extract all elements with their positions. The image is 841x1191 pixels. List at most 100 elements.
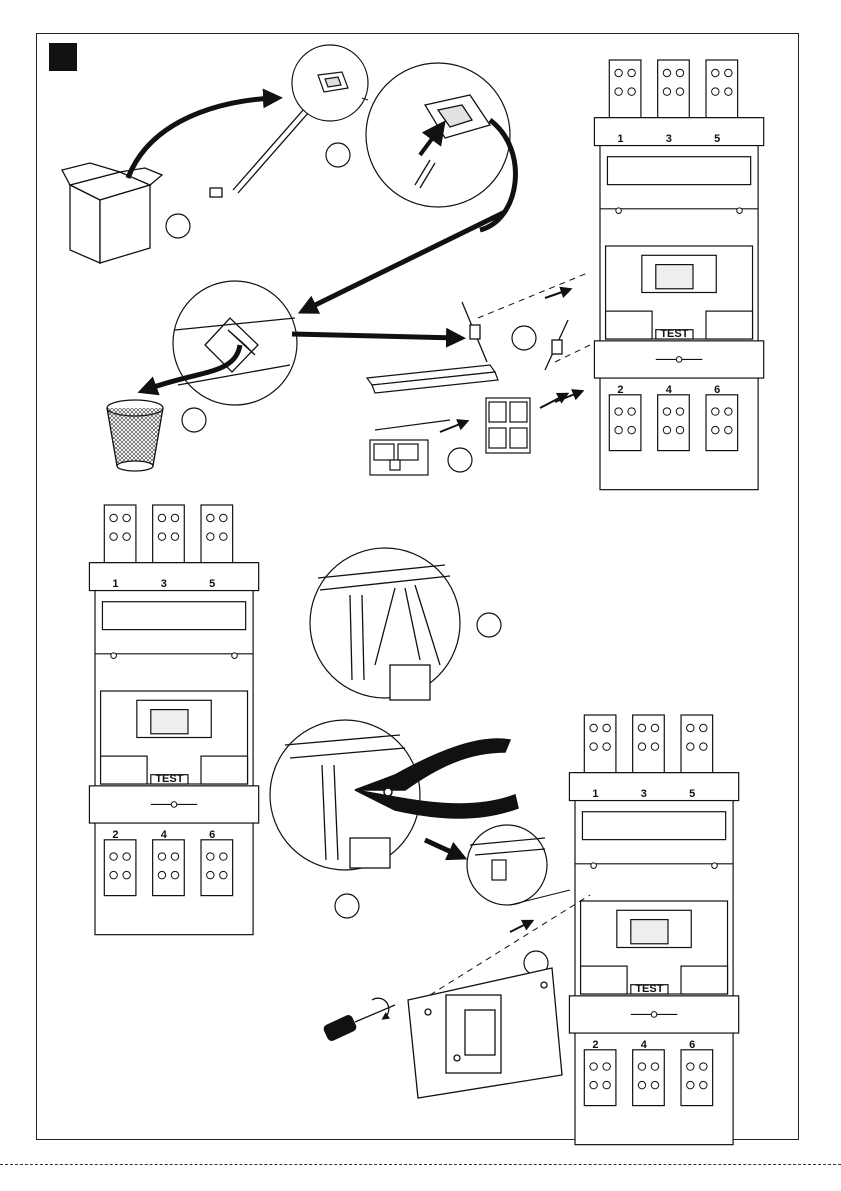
terminal-hole — [712, 88, 719, 95]
breaker-handle — [631, 920, 668, 944]
terminal-hole — [158, 853, 165, 860]
name-plate — [582, 812, 725, 840]
terminal-hole — [158, 871, 165, 878]
body-screw — [616, 208, 622, 214]
screwdriver — [323, 998, 395, 1041]
terminal-hole — [220, 853, 227, 860]
zoom-circle-cut — [270, 720, 420, 870]
body-screw — [712, 863, 718, 869]
terminal-hole — [725, 426, 732, 433]
test-label: TEST — [660, 328, 688, 340]
breaker-handle — [656, 265, 693, 289]
terminal-hole — [663, 88, 670, 95]
tie-head-small — [318, 72, 348, 92]
cover-screw — [171, 802, 177, 808]
load-terminal-number: 4 — [161, 829, 168, 841]
arrow-to-third-zoom — [305, 212, 505, 310]
zoom-circle-fit — [467, 825, 547, 905]
terminal-hole — [590, 1081, 597, 1088]
load-terminal-number: 2 — [112, 829, 118, 841]
line-terminal-bar — [681, 715, 713, 780]
waste-bin — [107, 400, 163, 471]
terminal-hole — [171, 871, 178, 878]
test-label: TEST — [635, 983, 663, 995]
arrow-to-fit-zoom — [425, 840, 460, 856]
accessory-slot-right — [706, 311, 753, 339]
line-terminal-number: 1 — [592, 788, 598, 800]
terminal-hole — [687, 743, 694, 750]
terminal-hole — [676, 426, 683, 433]
terminal-hole — [687, 1063, 694, 1070]
terminal-hole — [615, 69, 622, 76]
accessory-slot-left — [606, 311, 653, 339]
step-circle-5 — [448, 448, 472, 472]
terminal-hole — [651, 1081, 658, 1088]
terminal-hole — [220, 533, 227, 540]
front-cover — [408, 968, 562, 1098]
terminal-hole — [207, 871, 214, 878]
load-terminal-bar — [201, 840, 233, 896]
load-terminal-bar — [584, 1050, 616, 1106]
line-terminal-bar — [104, 505, 136, 570]
terminal-hole — [638, 724, 645, 731]
terminal-hole — [638, 743, 645, 750]
terminal-hole — [628, 69, 635, 76]
line-terminal-bar — [609, 60, 641, 125]
line-terminal-number: 5 — [689, 788, 695, 800]
terminal-hole — [700, 743, 707, 750]
line-terminal-number: 5 — [209, 578, 215, 590]
terminal-hole — [603, 724, 610, 731]
terminal-hole — [676, 69, 683, 76]
line-terminal-bar — [584, 715, 616, 780]
breaker-handle — [151, 710, 188, 734]
breaker-bottom-left: 135TEST246 — [89, 505, 258, 935]
terminal-hole — [615, 426, 622, 433]
line-terminal-number: 3 — [161, 578, 167, 590]
load-terminal-number: 2 — [592, 1039, 598, 1051]
line-terminal-number: 1 — [617, 133, 623, 145]
line-terminal-number: 3 — [641, 788, 647, 800]
name-plate — [607, 157, 750, 185]
accessory-slot-left — [101, 756, 148, 784]
terminal-hole — [712, 408, 719, 415]
terminal-hole — [590, 1063, 597, 1070]
line-terminal-number: 3 — [666, 133, 672, 145]
terminal-hole — [651, 1063, 658, 1070]
terminal-hole — [651, 724, 658, 731]
load-terminal-number: 6 — [209, 829, 215, 841]
terminal-hole — [603, 743, 610, 750]
load-terminal-bar — [658, 395, 690, 451]
line-terminal-number: 5 — [714, 133, 720, 145]
load-terminal-number: 6 — [689, 1039, 695, 1051]
line-terminal-bar — [633, 715, 665, 780]
step-circle-1 — [166, 214, 190, 238]
body-screw — [111, 653, 117, 659]
load-terminal-bar — [104, 840, 136, 896]
terminal-hole — [220, 514, 227, 521]
cover-screw — [676, 357, 682, 363]
terminal-hole — [603, 1081, 610, 1088]
terminal-hole — [123, 853, 130, 860]
auxiliary-contact-block-left — [370, 440, 428, 475]
terminal-hole — [628, 408, 635, 415]
terminal-hole — [207, 514, 214, 521]
terminal-hole — [712, 69, 719, 76]
terminal-hole — [123, 871, 130, 878]
terminal-hole — [171, 533, 178, 540]
step-circle-3 — [182, 408, 206, 432]
body-screw — [591, 863, 597, 869]
step-circle-4 — [512, 326, 536, 350]
terminal-hole — [207, 533, 214, 540]
terminal-hole — [110, 853, 117, 860]
terminal-hole — [663, 408, 670, 415]
terminal-hole — [725, 408, 732, 415]
load-terminal-bar — [633, 1050, 665, 1106]
terminal-hole — [110, 871, 117, 878]
terminal-hole — [700, 1081, 707, 1088]
line-terminal-bar — [153, 505, 185, 570]
load-terminal-number: 4 — [666, 384, 673, 396]
load-terminal-number: 6 — [714, 384, 720, 396]
terminal-hole — [628, 426, 635, 433]
